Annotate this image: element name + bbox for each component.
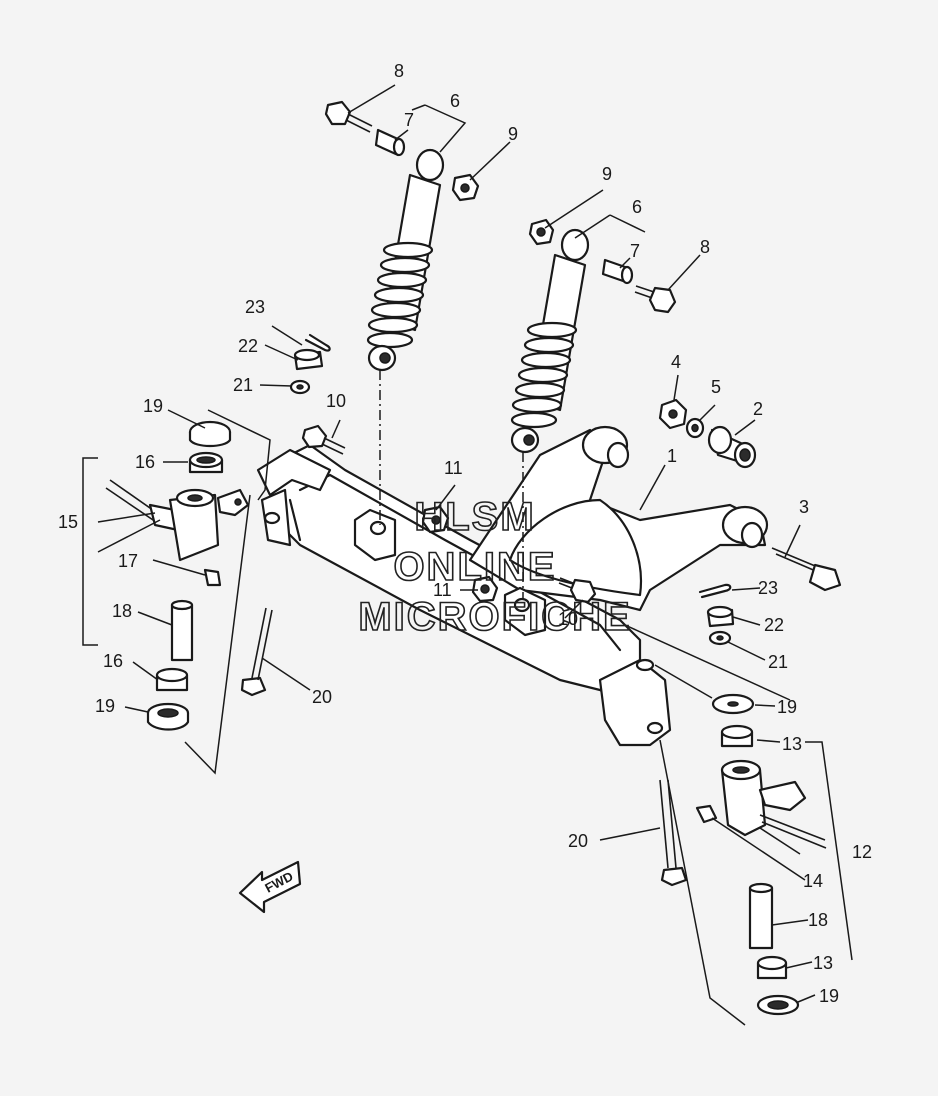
callout-13: 13: [782, 734, 802, 754]
nut-11-lower-part[interactable]: [471, 575, 499, 603]
callout-5: 5: [711, 377, 721, 397]
callout-11: 11: [444, 458, 463, 478]
nut-4-part[interactable]: [658, 398, 688, 430]
bushing-13-lower-part[interactable]: [756, 955, 788, 980]
callout-19: 19: [143, 396, 163, 416]
callout-21: 21: [233, 375, 253, 395]
callout-9: 9: [602, 164, 612, 184]
callout-7: 7: [404, 110, 414, 130]
bushing-16-upper-part[interactable]: [188, 451, 224, 474]
callout-10: 10: [326, 391, 346, 411]
callout-4: 4: [671, 352, 681, 372]
bushing-2-part[interactable]: [707, 425, 757, 469]
watermark: HLSM ONLINE MICROFICHE: [358, 494, 631, 640]
castle-nut-22-left-part[interactable]: [293, 348, 324, 371]
callout-23: 23: [245, 297, 265, 317]
callout-9: 9: [508, 124, 518, 144]
callout-6: 6: [450, 91, 460, 111]
watermark-line-1: HLSM: [414, 495, 535, 539]
callout-22: 22: [238, 336, 258, 356]
shock-absorber-right-part[interactable]: [510, 228, 590, 600]
shock-absorber-left-part[interactable]: [366, 148, 445, 525]
callout-8: 8: [700, 237, 710, 257]
washer-5-part[interactable]: [685, 417, 705, 439]
callout-19: 19: [95, 696, 115, 716]
bolt-10-upper-part[interactable]: [301, 424, 346, 455]
grease-nipple-17-part[interactable]: [203, 568, 222, 587]
callout-21: 21: [768, 652, 788, 672]
callout-15: 15: [58, 512, 78, 532]
callout-12: 12: [852, 842, 872, 862]
callout-20: 20: [568, 831, 588, 851]
seal-19-right-lower-part[interactable]: [756, 994, 800, 1016]
callout-16: 16: [103, 651, 123, 671]
bolt-8-right-part[interactable]: [634, 285, 677, 314]
pivot-bolt-3-part[interactable]: [771, 547, 842, 592]
callout-22: 22: [764, 615, 784, 635]
callout-7: 7: [630, 241, 640, 261]
callout-18: 18: [808, 910, 828, 930]
callout-13: 13: [813, 953, 833, 973]
callout-8: 8: [394, 61, 404, 81]
knuckle-right-12-part[interactable]: [720, 759, 827, 849]
washer-21-left-part[interactable]: [289, 379, 311, 395]
bushing-13-upper-part[interactable]: [720, 724, 754, 748]
cotter-pin-23-left-part[interactable]: [304, 333, 331, 352]
callout-numbers: 8 6 7 9 9 6 7 8 23 22 21 10 11 1 3 4 5 2…: [58, 61, 872, 1006]
nut-11-upper-part[interactable]: [421, 505, 450, 534]
seal-19-right-upper-part[interactable]: [711, 693, 755, 715]
callout-19: 19: [819, 986, 839, 1006]
castle-nut-22-right-part[interactable]: [706, 605, 735, 628]
nut-9-right-part[interactable]: [528, 218, 555, 246]
cotter-pin-23-right-part[interactable]: [698, 583, 732, 599]
collar-7-right-part[interactable]: [601, 258, 634, 285]
washer-21-right-part[interactable]: [708, 630, 732, 646]
callout-1: 1: [667, 446, 677, 466]
knuckle-left-15-part[interactable]: [105, 479, 250, 562]
watermark-line-3: MICROFICHE: [358, 595, 631, 639]
leader-lines: [82, 84, 853, 1026]
callout-16: 16: [135, 452, 155, 472]
callout-18: 18: [112, 601, 132, 621]
seal-19-lower-part[interactable]: [146, 702, 190, 731]
callout-2: 2: [753, 399, 763, 419]
forward-direction-marker: FWD: [238, 860, 302, 914]
bolt-8-left-part[interactable]: [324, 100, 373, 133]
bolt-10-lower-part[interactable]: [558, 577, 597, 604]
callout-23: 23: [758, 578, 778, 598]
bushing-16-lower-part[interactable]: [155, 667, 189, 692]
callout-6: 6: [632, 197, 642, 217]
callout-20: 20: [312, 687, 332, 707]
callout-17: 17: [118, 551, 138, 571]
collar-18-left-part[interactable]: [170, 599, 194, 662]
grease-nipple-14-part[interactable]: [695, 804, 718, 824]
watermark-line-2: ONLINE: [393, 545, 556, 589]
callout-11: 11: [433, 580, 452, 600]
nut-9-left-part[interactable]: [451, 173, 480, 202]
bolt-20-left-part[interactable]: [240, 607, 273, 697]
callout-19: 19: [777, 697, 797, 717]
callout-10: 10: [558, 609, 578, 629]
seal-19-upper-part[interactable]: [188, 420, 232, 448]
callout-3: 3: [799, 497, 809, 517]
collar-18-right-part[interactable]: [748, 882, 774, 950]
callout-14: 14: [803, 871, 823, 891]
collar-7-left-part[interactable]: [374, 128, 406, 157]
bolt-20-right-part[interactable]: [659, 779, 688, 887]
